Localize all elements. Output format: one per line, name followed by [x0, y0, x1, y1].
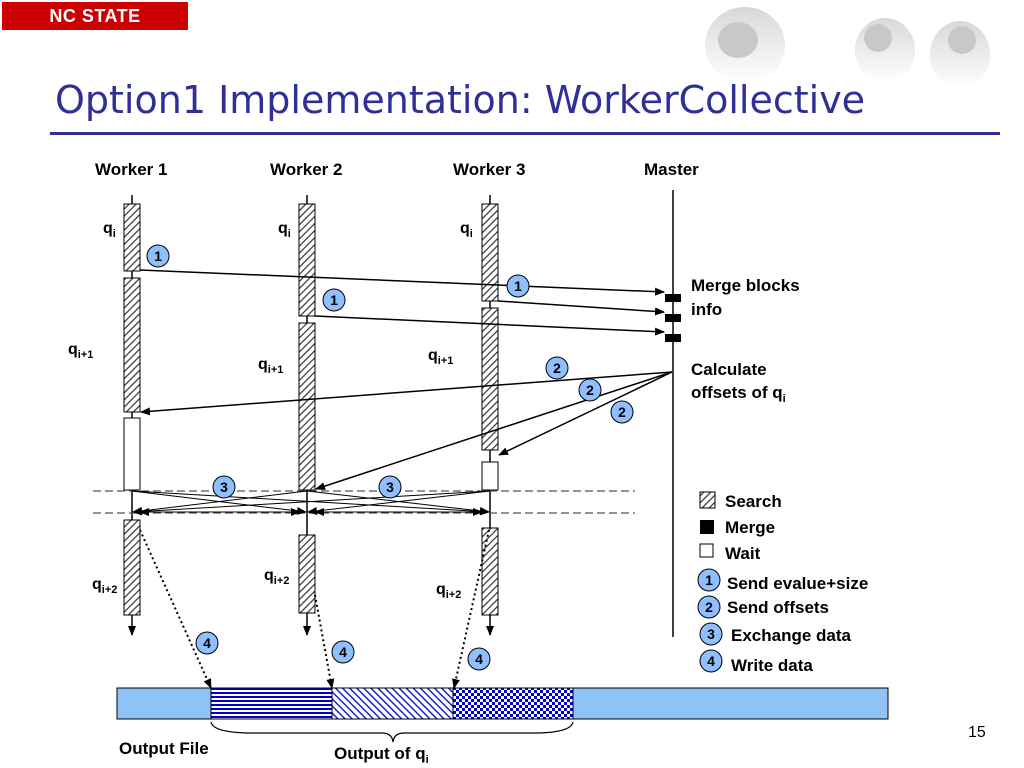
worker1-wait-block	[123, 417, 141, 491]
merge-blocks-label: Merge blocks	[691, 276, 800, 295]
output-file-label: Output File	[119, 739, 209, 758]
master-merge-block	[665, 294, 681, 302]
page-number: 15	[968, 724, 986, 741]
worker1-search-block-qi1	[123, 277, 141, 413]
output-segment-worker1	[210, 687, 333, 720]
worker1-search-block-qi2	[123, 519, 141, 616]
svg-text:4: 4	[203, 635, 211, 651]
badge-2-c: 2	[610, 400, 634, 424]
w3-qi2-label: qi+2	[436, 581, 461, 601]
legend-badge-3: 3	[699, 622, 723, 646]
svg-text:3: 3	[707, 626, 715, 642]
badge-4-c: 4	[467, 647, 491, 671]
badge-1-worker1: 1	[146, 244, 170, 268]
w2-qi-label: qi	[278, 220, 291, 240]
legend-merge-swatch	[700, 520, 714, 534]
svg-text:1: 1	[514, 278, 522, 294]
w2-qi2-label: qi+2	[264, 567, 289, 587]
badge-3-a: 3	[212, 475, 236, 499]
worker2-search-block-qi	[298, 203, 316, 317]
slide-title: Option1 Implementation: WorkerCollective	[55, 78, 866, 122]
svg-text:1: 1	[330, 292, 338, 308]
output-segment-worker3	[452, 687, 574, 720]
badge-4-b: 4	[331, 640, 355, 664]
output-brace	[210, 721, 574, 743]
w1-qi1-label: qi+1	[68, 341, 93, 361]
svg-text:4: 4	[707, 653, 715, 669]
merge-blocks-label-2: info	[691, 300, 722, 319]
write-arrow-w1	[139, 529, 212, 689]
output-qi-label: Output of qi	[334, 744, 429, 766]
worker3-search-block-qi	[481, 203, 499, 302]
badge-1-worker3: 1	[506, 274, 530, 298]
worker2-search-block-qi2	[298, 534, 316, 614]
badge-1-worker2: 1	[322, 288, 346, 312]
svg-text:1: 1	[154, 248, 162, 264]
w3-qi-label: qi	[460, 220, 473, 240]
legend-wait-label: Wait	[725, 544, 761, 563]
master-merge-block	[665, 314, 681, 322]
badge-4-a: 4	[195, 631, 219, 655]
worker3-search-block-qi1	[481, 307, 499, 451]
w1-qi-label: qi	[103, 220, 116, 240]
legend-search-label: Search	[725, 492, 782, 511]
badge-2-a: 2	[545, 356, 569, 380]
legend-search-swatch	[699, 491, 716, 509]
send-evalue-arrow-w1	[139, 269, 665, 296]
title-underline	[50, 132, 1000, 135]
legend-badge-1: 1	[697, 568, 721, 592]
svg-text:2: 2	[705, 599, 713, 615]
legend-send-offsets-label: Send offsets	[727, 598, 829, 617]
exchange-arrows	[131, 490, 491, 516]
worker3-header: Worker 3	[453, 160, 525, 179]
output-segment-worker2	[331, 687, 454, 720]
svg-text:1: 1	[705, 572, 713, 588]
svg-text:2: 2	[586, 382, 594, 398]
svg-text:3: 3	[386, 479, 394, 495]
nc-state-logo: NC STATE UNIVERSITY	[2, 2, 188, 54]
w2-qi1-label: qi+1	[258, 356, 283, 376]
w1-qi2-label: qi+2	[92, 576, 117, 596]
wolves-image	[705, 7, 990, 89]
send-offsets-arrow-w1	[140, 371, 673, 416]
legend-merge-label: Merge	[725, 518, 775, 537]
svg-text:2: 2	[618, 404, 626, 420]
svg-text:3: 3	[220, 479, 228, 495]
legend-badge-4: 4	[699, 649, 723, 673]
write-arrow-w3	[452, 529, 490, 689]
worker1-search-block-qi	[123, 203, 141, 272]
worker3-wait-block	[481, 461, 499, 491]
svg-text:4: 4	[475, 651, 483, 667]
send-offsets-arrow-w2	[315, 371, 673, 490]
calculate-label: Calculate	[691, 360, 767, 379]
badge-3-b: 3	[378, 475, 402, 499]
svg-text:2: 2	[553, 360, 561, 376]
master-merge-block	[665, 334, 681, 342]
legend-exchange-label: Exchange data	[731, 626, 852, 645]
send-evalue-arrow-w2	[314, 315, 665, 336]
offsets-label: offsets of qi	[691, 383, 786, 405]
send-evalue-arrow-w3	[497, 300, 665, 316]
worker2-search-block-qi1	[298, 322, 316, 491]
legend-write-label: Write data	[731, 656, 813, 675]
w3-qi1-label: qi+1	[428, 347, 453, 367]
badge-2-b: 2	[578, 378, 602, 402]
svg-text:4: 4	[339, 644, 347, 660]
send-offsets-arrow-w3	[498, 371, 673, 456]
legend-badge-2: 2	[697, 595, 721, 619]
legend-wait-swatch	[699, 543, 714, 558]
worker3-search-block-qi2	[481, 527, 499, 616]
legend-send-evalue-label: Send evalue+size	[727, 574, 868, 593]
write-arrow-w2	[314, 594, 335, 689]
worker1-header: Worker 1	[95, 160, 167, 179]
worker2-header: Worker 2	[270, 160, 342, 179]
master-header: Master	[644, 160, 699, 179]
